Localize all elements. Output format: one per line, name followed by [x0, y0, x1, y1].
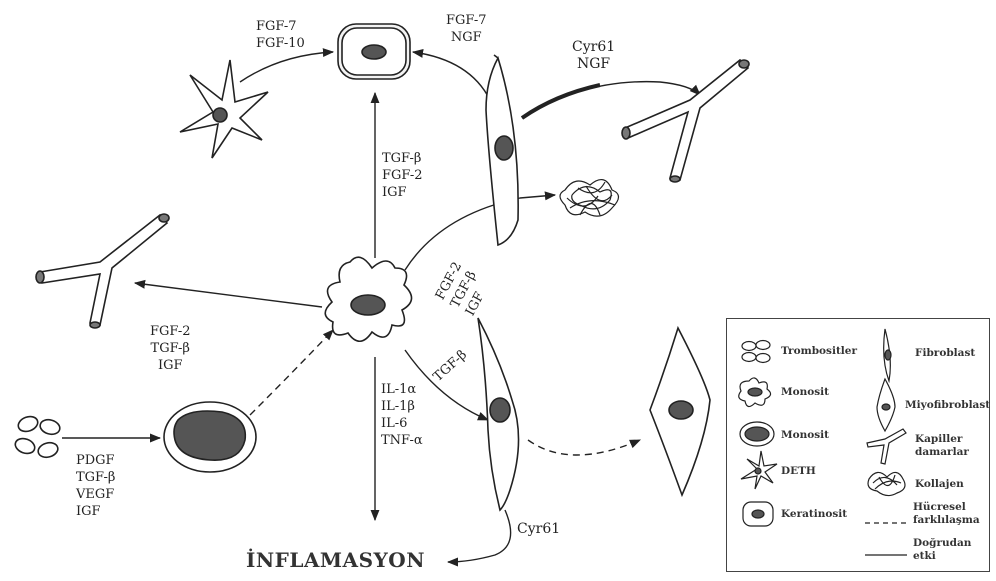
label-keratinocyte-from-fibroblast: FGF-7 NGF	[446, 12, 487, 46]
legend-label-deth: DETH	[781, 465, 816, 478]
arrow-fibroblast-differentiation	[528, 440, 640, 455]
capillary-top	[622, 60, 749, 182]
keratinocyte-cell	[338, 24, 410, 79]
legend-label-fibroblast: Fibroblast	[915, 347, 975, 360]
arrow-fibroblast-to-keratinocyte	[413, 52, 490, 100]
deth-icon	[741, 451, 777, 489]
arrow-monocyte-differentiation	[250, 330, 333, 415]
thick-direct-effect	[522, 85, 600, 118]
label-capillary-top: Cyr61 NGF	[572, 39, 615, 73]
keratinocyte-icon	[743, 502, 773, 526]
label-platelets: PDGF TGF-β VEGF IGF	[76, 452, 115, 520]
arrow-deth-to-keratinocyte	[240, 52, 333, 82]
label-monocyte-up: TGF-β FGF-2 IGF	[382, 150, 423, 201]
label-keratinocyte-from-deth: FGF-7 FGF-10	[256, 18, 305, 52]
myofibroblast-cell	[650, 328, 710, 495]
label-monocyte-left: FGF-2 TGF-β IGF	[150, 323, 191, 374]
fibroblast-icon	[884, 329, 891, 381]
legend: Trombositler Monosit Monosit DETH Kerati…	[726, 318, 990, 572]
monocyte-icon	[740, 422, 774, 446]
macrophage-icon	[739, 378, 771, 407]
collagen-cluster	[560, 180, 619, 217]
inflammation-title: İNFLAMASYON	[246, 548, 425, 572]
capillary-icon	[867, 429, 906, 464]
legend-label-keratinocyte: Keratinosit	[781, 508, 847, 521]
label-fibroblast-inflammation: Cyr61	[517, 521, 560, 538]
legend-label-myofibroblast: Miyofibroblast	[905, 399, 990, 412]
fibroblast-bottom-cell	[478, 318, 519, 510]
platelets-cluster	[13, 414, 61, 459]
monocyte-cell	[164, 402, 256, 472]
deth-cell	[180, 60, 268, 158]
legend-label-differentiation: Hücresel farklılaşma	[913, 501, 989, 527]
legend-label-capillary: Kapiller damarlar	[915, 433, 985, 459]
legend-label-macrophage: Monosit	[781, 386, 829, 399]
label-inflammation-cytokines: IL-1α IL-1β IL-6 TNF-α	[381, 381, 423, 449]
capillary-left	[36, 214, 169, 328]
legend-label-collagen: Kollajen	[915, 478, 964, 491]
myofibroblast-icon	[877, 379, 895, 431]
collagen-icon	[868, 472, 905, 495]
fibroblast-top-cell	[486, 55, 518, 245]
legend-label-direct-effect: Doğrudan etki	[913, 537, 983, 563]
macrophage-cell	[325, 257, 411, 341]
arrow-monocyte-to-capillary	[135, 283, 322, 307]
legend-label-monocyte: Monosit	[781, 429, 829, 442]
legend-label-platelets: Trombositler	[781, 345, 857, 358]
platelets-icon	[742, 341, 770, 363]
arrow-fibroblast-to-inflammation	[448, 510, 511, 562]
arrow-monocyte-to-collagen	[405, 195, 555, 270]
